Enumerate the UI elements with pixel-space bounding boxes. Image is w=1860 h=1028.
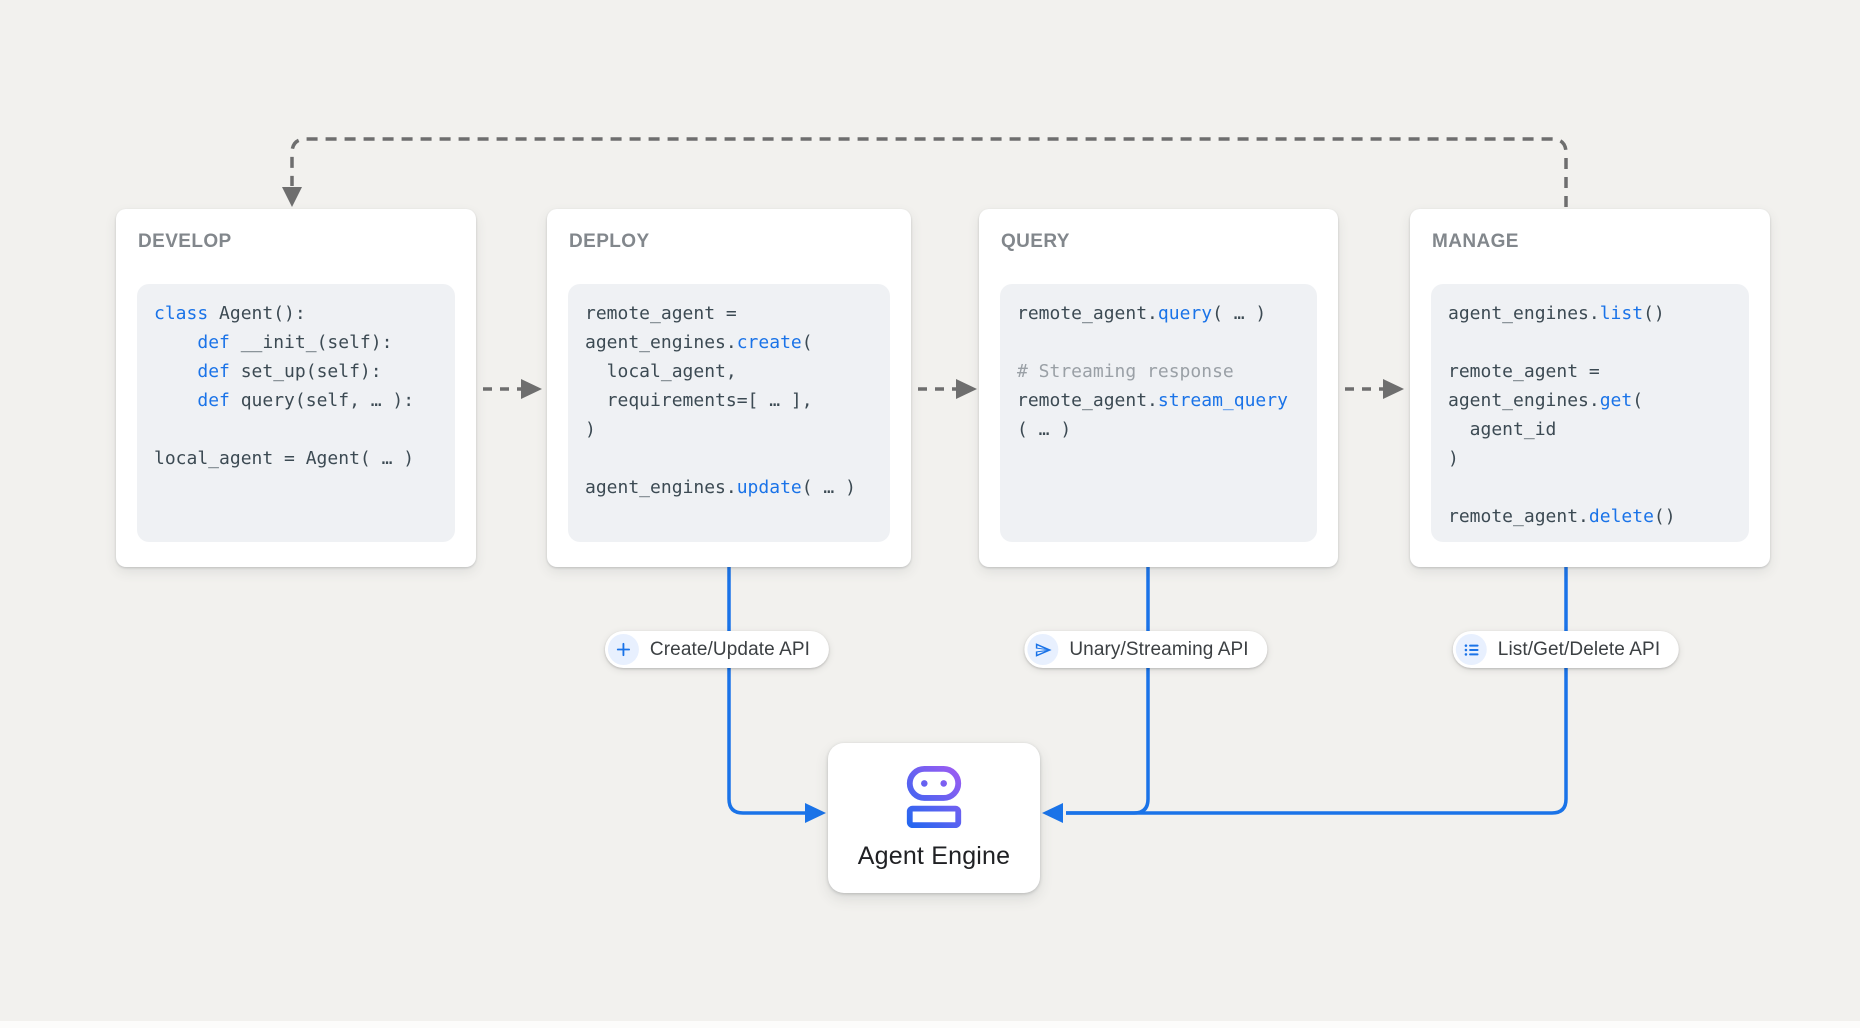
connector-deploy-to-engine bbox=[727, 567, 826, 823]
code-block-deploy: remote_agent =agent_engines.create( loca… bbox=[568, 284, 890, 542]
loop-arrow-manage-to-develop bbox=[282, 137, 1568, 207]
pill-label: Create/Update API bbox=[649, 638, 811, 660]
card-manage: MANAGE agent_engines.list() remote_agent… bbox=[1410, 209, 1770, 567]
robot-icon bbox=[905, 765, 963, 829]
code-block-develop: class Agent(): def __init_(self): def se… bbox=[137, 284, 455, 542]
card-title-develop: DEVELOP bbox=[138, 231, 232, 252]
card-title-manage: MANAGE bbox=[1432, 231, 1519, 252]
arrowhead-right-icon bbox=[521, 379, 542, 399]
pill-unary-streaming-api: Unary/Streaming API bbox=[1024, 631, 1268, 668]
pill-label: List/Get/Delete API bbox=[1497, 638, 1661, 660]
arrowhead-down-icon bbox=[282, 187, 302, 207]
agent-engine-node: Agent Engine bbox=[828, 743, 1040, 893]
pill-label: Unary/Streaming API bbox=[1069, 638, 1249, 660]
plus-icon bbox=[607, 634, 639, 665]
arrowhead-right-icon bbox=[1383, 379, 1404, 399]
pill-list-get-delete-api: List/Get/Delete API bbox=[1452, 631, 1680, 668]
card-title-deploy: DEPLOY bbox=[569, 231, 650, 252]
list-icon bbox=[1455, 634, 1487, 665]
arrowhead-right-icon bbox=[805, 803, 826, 823]
card-query: QUERY remote_agent.query( … ) # Streamin… bbox=[979, 209, 1338, 567]
connector-manage-to-engine bbox=[1066, 567, 1568, 815]
arrow-develop-to-deploy bbox=[483, 379, 542, 399]
send-icon bbox=[1027, 634, 1059, 665]
connector-query-to-engine bbox=[1042, 567, 1150, 823]
code-block-query: remote_agent.query( … ) # Streaming resp… bbox=[1000, 284, 1317, 542]
card-deploy: DEPLOY remote_agent =agent_engines.creat… bbox=[547, 209, 911, 567]
agent-engine-label: Agent Engine bbox=[857, 842, 1011, 870]
card-title-query: QUERY bbox=[1001, 231, 1070, 252]
bottom-edge-strip bbox=[0, 1021, 1860, 1028]
card-develop: DEVELOP class Agent(): def __init_(self)… bbox=[116, 209, 476, 567]
arrow-query-to-manage bbox=[1345, 379, 1404, 399]
arrow-deploy-to-query bbox=[918, 379, 977, 399]
code-block-manage: agent_engines.list() remote_agent =agent… bbox=[1431, 284, 1749, 542]
arrowhead-right-icon bbox=[956, 379, 977, 399]
arrowhead-left-icon bbox=[1042, 803, 1063, 823]
pill-create-update-api: Create/Update API bbox=[604, 631, 830, 668]
